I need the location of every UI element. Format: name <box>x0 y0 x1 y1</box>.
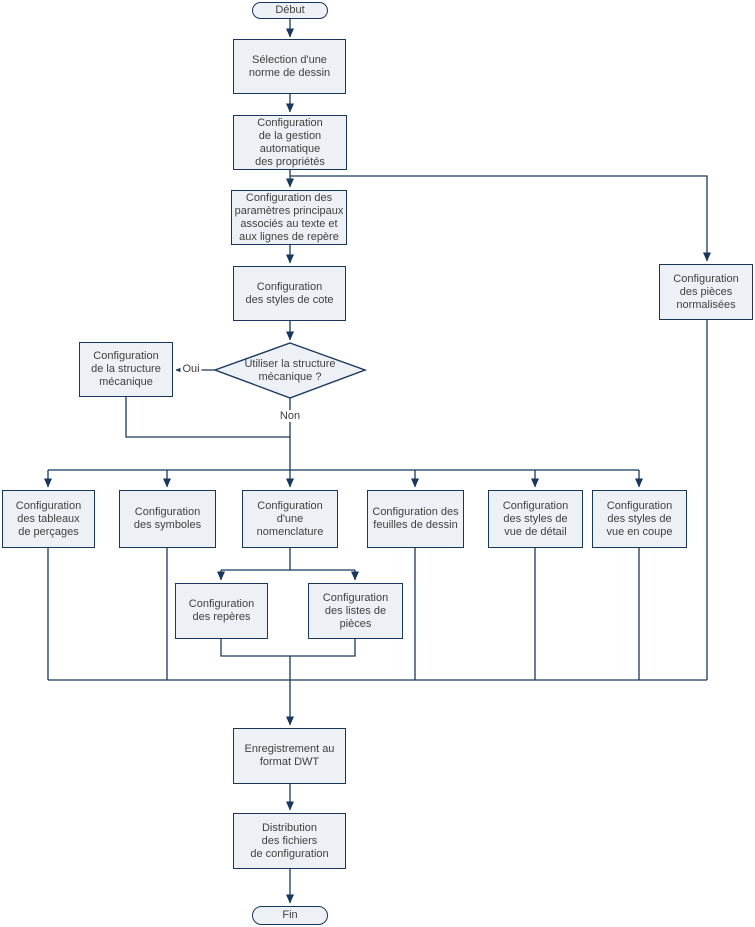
node-distribution-fichiers: Distribution des fichiers de configurati… <box>233 813 346 869</box>
node-symboles: Configuration des symboles <box>119 490 216 548</box>
node-selection-norme: Sélection d'une norme de dessin <box>233 39 346 94</box>
node-tableaux-percages: Configuration des tableaux de perçages <box>2 490 95 548</box>
node-reperes: Configuration des repères <box>175 583 268 639</box>
terminator-start: Début <box>252 2 328 19</box>
node-structure-mecanique: Configuration de la structure mécanique <box>79 342 173 397</box>
decision-structure-mecanique: Utiliser la structure mécanique ? <box>244 357 336 383</box>
node-styles-vue-coupe: Configuration des styles de vue en coupe <box>592 490 687 548</box>
node-feuilles-dessin: Configuration des feuilles de dessin <box>367 490 464 548</box>
terminator-end: Fin <box>252 906 328 925</box>
edge-label-oui: Oui <box>180 363 202 375</box>
node-nomenclature: Configuration d'une nomenclature <box>242 490 338 548</box>
edge-label-non: Non <box>277 410 303 422</box>
node-enregistrement-dwt: Enregistrement au format DWT <box>233 728 346 784</box>
node-listes-pieces: Configuration des listes de pièces <box>308 583 403 639</box>
node-gestion-proprietes: Configuration de la gestion automatique … <box>233 115 347 170</box>
node-parametres-texte: Configuration des paramètres principaux … <box>231 190 347 245</box>
node-styles-vue-detail: Configuration des styles de vue de détai… <box>488 490 583 548</box>
node-pieces-normalisees: Configuration des pièces normalisées <box>659 264 753 320</box>
node-styles-cote: Configuration des styles de cote <box>233 266 346 321</box>
